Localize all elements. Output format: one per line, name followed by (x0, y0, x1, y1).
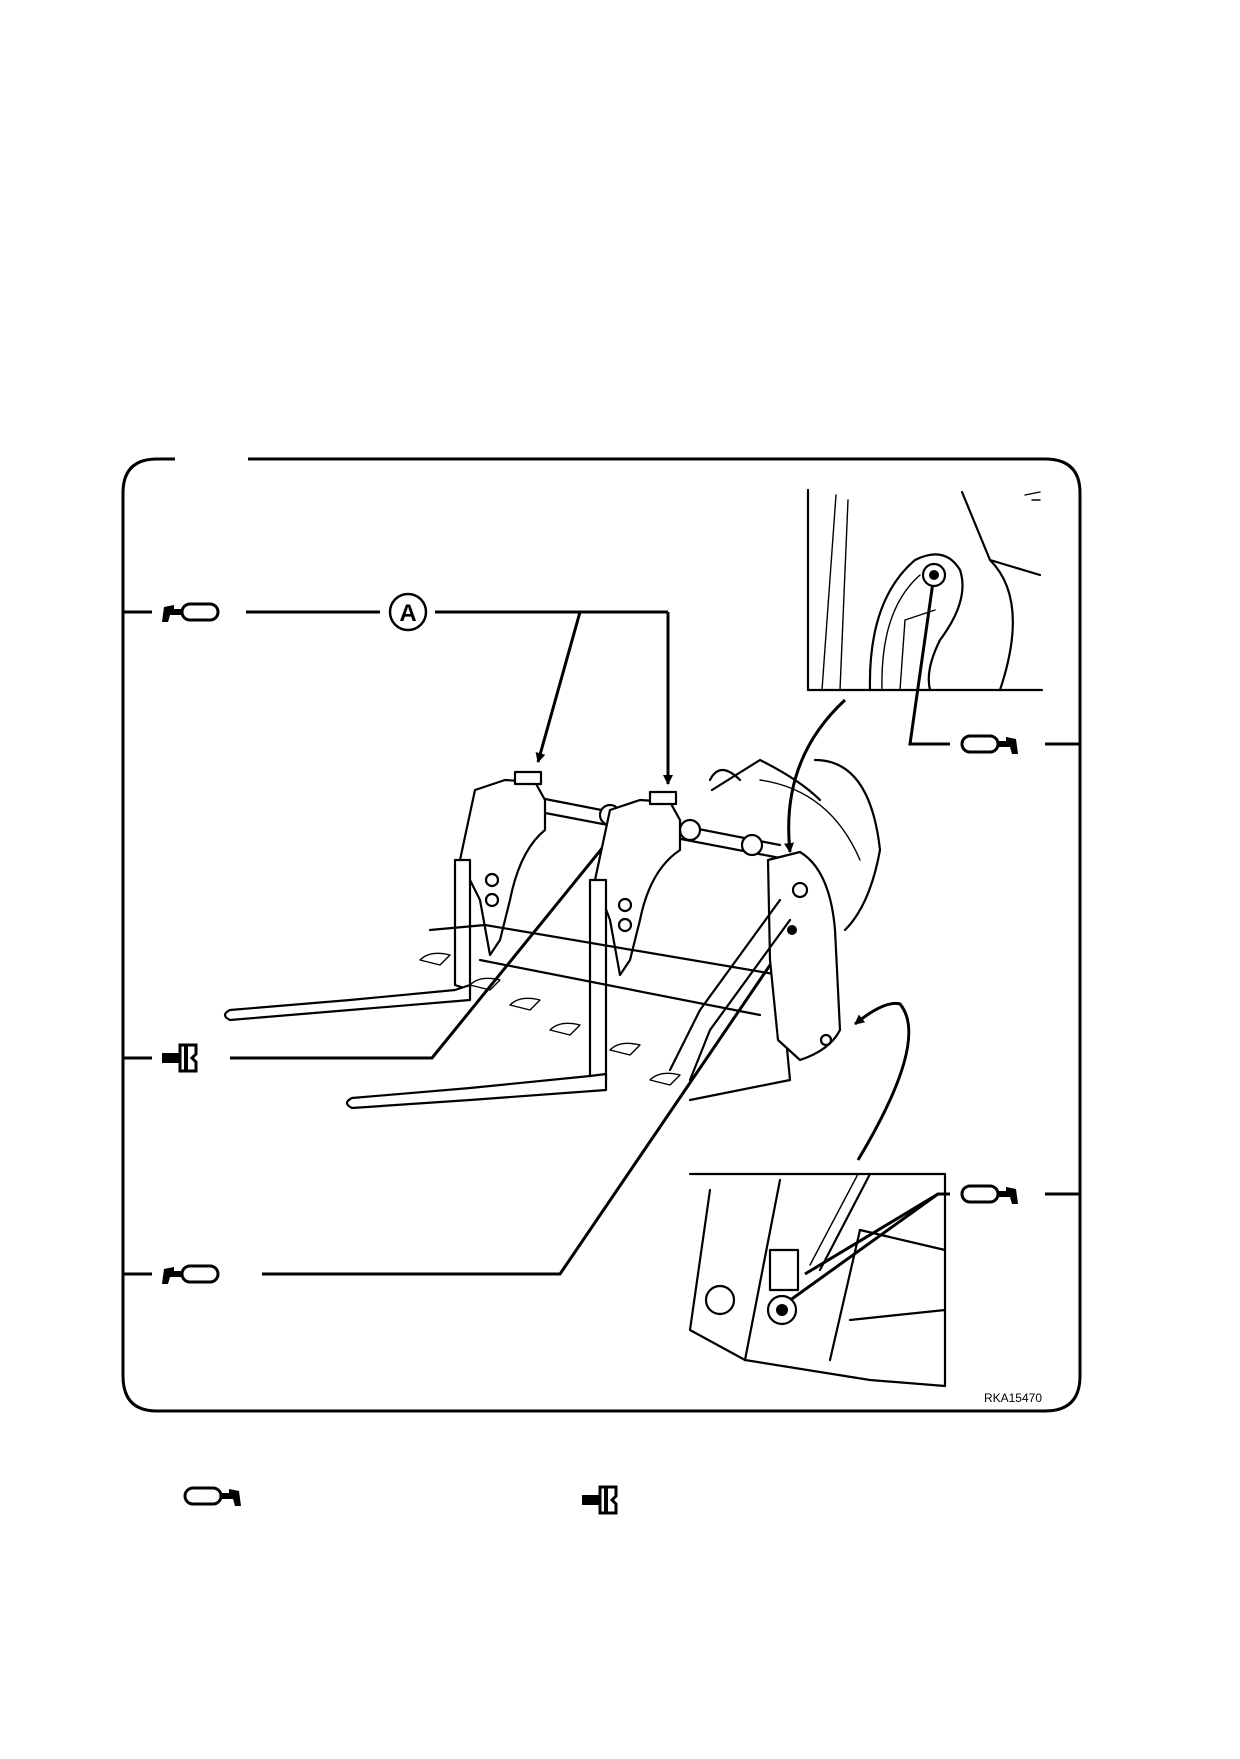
grease-brush-icon (580, 1485, 618, 1515)
legend (183, 1485, 618, 1515)
callout-a: A (388, 592, 428, 632)
grease-gun-icon (960, 734, 1020, 756)
fork-attachment (223, 758, 882, 1110)
grease-gun-icon (160, 1264, 220, 1286)
inset-pivot-detail (688, 1172, 947, 1388)
figure-frame (121, 457, 1082, 1413)
grease-gun-icon (960, 1184, 1020, 1206)
grease-gun-icon (160, 602, 220, 624)
callout-label: A (399, 600, 416, 627)
figure-code: RKA15470 (984, 1391, 1042, 1405)
leader-lines (123, 574, 1080, 1308)
grease-brush-icon (160, 1043, 198, 1073)
grease-gun-icon (183, 1486, 243, 1508)
inset-hinge-detail (806, 488, 1044, 692)
